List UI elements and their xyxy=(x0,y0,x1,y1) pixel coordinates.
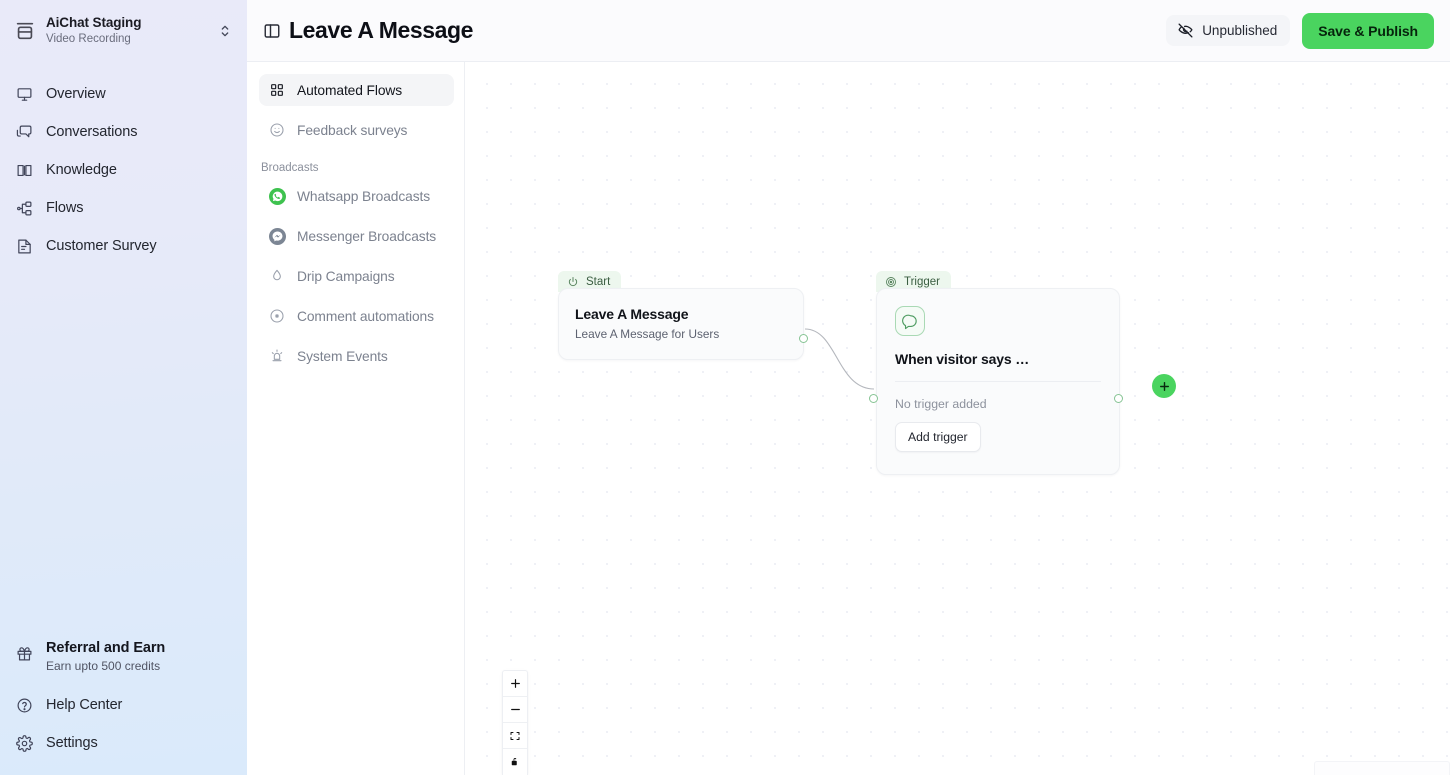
power-icon xyxy=(567,276,579,288)
flow-panel-item-label: Whatsapp Broadcasts xyxy=(297,188,431,204)
panel-left-icon[interactable] xyxy=(263,22,281,40)
referral-subtitle: Earn upto 500 credits xyxy=(46,659,161,673)
sidebar-bottom: Referral and Earn Earn upto 500 credits … xyxy=(0,634,247,775)
flow-canvas[interactable]: Start Leave A Message Leave A Message fo… xyxy=(465,62,1450,775)
top-bar: Leave A Message Unpublished Save & Publi… xyxy=(247,0,1450,62)
flow-panel-item-automated-flows[interactable]: Automated Flows xyxy=(259,74,454,106)
eye-off-icon xyxy=(1177,22,1194,39)
flow-list-panel: Automated Flows Feedback surveys Broadca… xyxy=(247,62,465,775)
survey-icon xyxy=(16,238,33,255)
sidebar-item-label: Overview xyxy=(46,86,106,102)
overview-icon xyxy=(16,86,33,103)
trigger-node-tab-label: Trigger xyxy=(904,275,940,288)
flow-panel-item-label: Automated Flows xyxy=(297,82,403,98)
publish-status-label: Unpublished xyxy=(1202,23,1278,38)
trigger-node-title: When visitor says … xyxy=(895,351,1030,367)
zoom-controls xyxy=(502,670,528,775)
flow-panel-item-label: Feedback surveys xyxy=(297,122,408,138)
main-area: Leave A Message Unpublished Save & Publi… xyxy=(247,0,1450,775)
flow-panel-group-label: Broadcasts xyxy=(261,162,319,174)
flow-panel-item-label: Messenger Broadcasts xyxy=(297,228,437,244)
start-node-output-port[interactable] xyxy=(799,334,808,343)
workspace-icon xyxy=(14,20,36,42)
start-node-subtitle: Leave A Message for Users xyxy=(575,327,720,341)
whatsapp-icon xyxy=(269,188,286,205)
sidebar-item-label: Settings xyxy=(46,735,98,751)
trigger-node-tab: Trigger xyxy=(876,271,951,292)
trigger-node-card[interactable]: When visitor says … No trigger added Add… xyxy=(876,288,1120,475)
messenger-icon xyxy=(269,228,286,245)
flow-panel-item-label: System Events xyxy=(297,348,388,364)
trigger-node-output-port[interactable] xyxy=(1114,394,1123,403)
zoom-in-button[interactable] xyxy=(503,671,527,697)
trigger-node-empty-text: No trigger added xyxy=(895,397,987,411)
body-row: Automated Flows Feedback surveys Broadca… xyxy=(247,62,1450,775)
topbar-actions: Unpublished Save & Publish xyxy=(1166,12,1434,49)
sidebar-item-overview[interactable]: Overview xyxy=(0,78,247,110)
save-and-publish-button[interactable]: Save & Publish xyxy=(1302,12,1434,49)
add-trigger-button[interactable]: Add trigger xyxy=(895,422,981,452)
siren-icon xyxy=(269,348,285,364)
conversations-icon xyxy=(16,124,33,141)
start-node-tab-label: Start xyxy=(586,275,611,288)
publish-status-badge[interactable]: Unpublished xyxy=(1166,15,1291,46)
sidebar-item-label: Flows xyxy=(46,200,84,216)
sidebar-item-knowledge[interactable]: Knowledge xyxy=(0,154,247,186)
workspace-text: AiChat Staging Video Recording xyxy=(46,15,207,47)
referral-text: Referral and Earn Earn upto 500 credits xyxy=(46,638,165,675)
flow-panel-item-comment-automations[interactable]: Comment automations xyxy=(259,300,454,332)
start-node-card[interactable]: Leave A Message Leave A Message for User… xyxy=(558,288,804,360)
grid-dots-icon xyxy=(269,82,285,98)
sidebar-item-settings[interactable]: Settings xyxy=(0,727,247,759)
comment-dot-icon xyxy=(269,308,285,324)
sidebar-item-label: Knowledge xyxy=(46,162,117,178)
flow-panel-item-whatsapp-broadcasts[interactable]: Whatsapp Broadcasts xyxy=(259,180,454,212)
referral-title: Referral and Earn xyxy=(46,640,166,656)
referral-and-earn[interactable]: Referral and Earn Earn upto 500 credits xyxy=(0,634,247,683)
droplet-icon xyxy=(269,268,285,284)
sidebar-item-label: Customer Survey xyxy=(46,238,157,254)
help-circle-icon xyxy=(16,697,33,714)
workspace-subtitle: Video Recording xyxy=(46,33,131,45)
workspace-name: AiChat Staging xyxy=(46,15,142,30)
sidebar-item-conversations[interactable]: Conversations xyxy=(0,116,247,148)
sidebar-item-customer-survey[interactable]: Customer Survey xyxy=(0,230,247,262)
start-node-tab: Start xyxy=(558,271,622,292)
flow-panel-item-feedback-surveys[interactable]: Feedback surveys xyxy=(259,114,454,146)
chevrons-up-down-icon[interactable] xyxy=(217,23,233,39)
sidebar-nav: Overview Conversations Knowledge xyxy=(0,72,247,268)
add-node-button[interactable] xyxy=(1152,374,1176,398)
flows-icon xyxy=(16,200,33,217)
fit-view-button[interactable] xyxy=(503,723,527,749)
lock-canvas-button[interactable] xyxy=(503,749,527,775)
target-icon xyxy=(885,276,897,288)
book-icon xyxy=(16,162,33,179)
start-node-title: Leave A Message xyxy=(575,306,689,322)
flow-panel-item-system-events[interactable]: System Events xyxy=(259,340,454,372)
left-sidebar: AiChat Staging Video Recording Overview xyxy=(0,0,247,775)
chat-bubble-icon xyxy=(895,306,925,336)
flow-panel-item-label: Drip Campaigns xyxy=(297,268,395,284)
flow-panel-item-drip-campaigns[interactable]: Drip Campaigns xyxy=(259,260,454,292)
trigger-node-input-port[interactable] xyxy=(869,394,878,403)
page-title: Leave A Message xyxy=(289,17,474,43)
sidebar-item-flows[interactable]: Flows xyxy=(0,192,247,224)
trigger-node-divider xyxy=(895,381,1101,382)
bottom-right-panel-edge xyxy=(1314,761,1450,775)
flow-panel-item-label: Comment automations xyxy=(297,308,434,324)
smiley-icon xyxy=(269,122,285,138)
sidebar-item-label: Help Center xyxy=(46,697,123,713)
gift-icon xyxy=(16,645,33,662)
zoom-out-button[interactable] xyxy=(503,697,527,723)
sidebar-item-label: Conversations xyxy=(46,124,138,140)
flow-panel-item-messenger-broadcasts[interactable]: Messenger Broadcasts xyxy=(259,220,454,252)
gear-icon xyxy=(16,734,33,752)
workspace-switcher[interactable]: AiChat Staging Video Recording xyxy=(0,0,247,62)
sidebar-item-help-center[interactable]: Help Center xyxy=(0,689,247,721)
